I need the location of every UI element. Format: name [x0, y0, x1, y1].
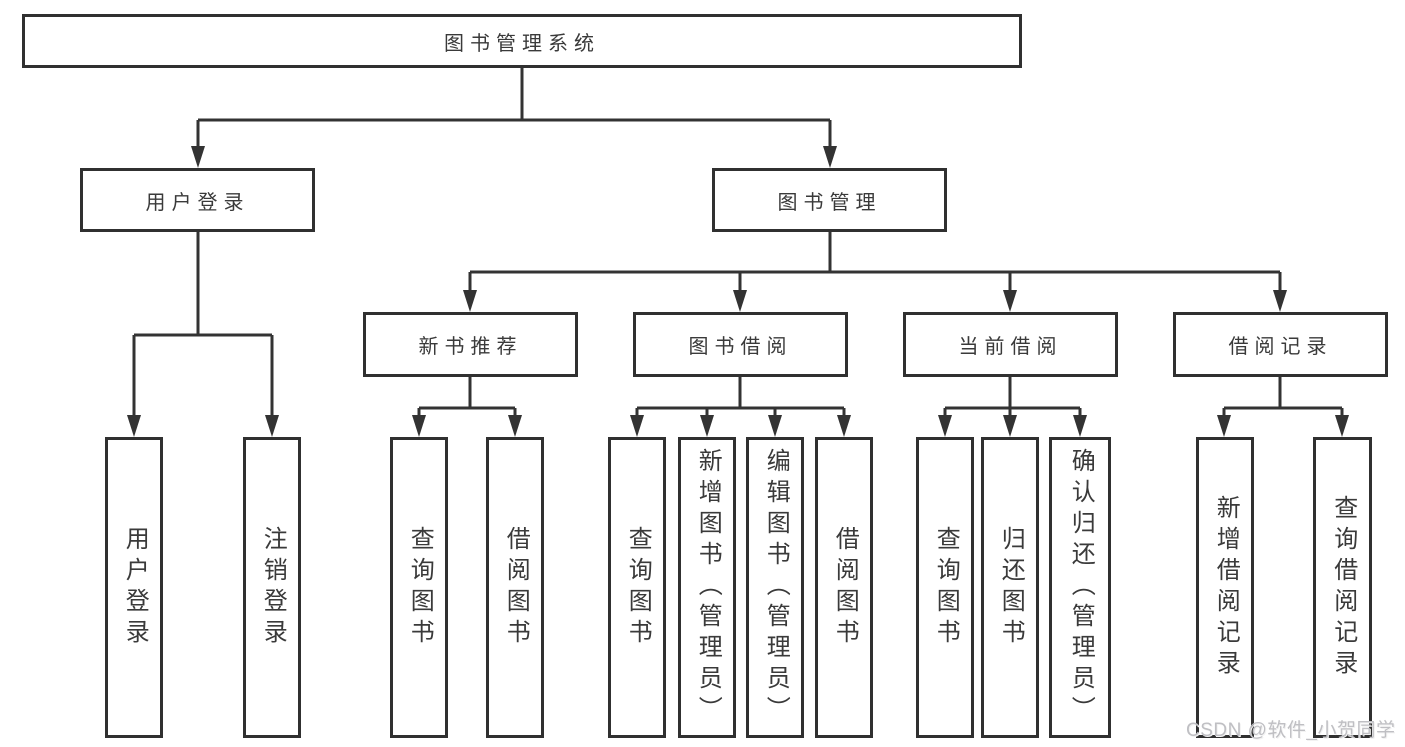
node-current-borrow: 当前借阅: [903, 312, 1118, 377]
arrowhead-icon: [127, 415, 141, 437]
leaf-cb-return-books: 归还图书: [981, 437, 1039, 738]
node-borrow-record-label: 借阅记录: [1228, 336, 1333, 358]
leaf-bb-add-books-admin-label: 新增图书（管理员）: [694, 448, 722, 727]
node-new-book-recommend-label: 新书推荐: [418, 336, 523, 358]
leaf-bb-edit-books-admin-label: 编辑图书（管理员）: [762, 448, 790, 727]
node-book-borrow-label: 图书借阅: [688, 336, 793, 358]
leaf-bb-query-books: 查询图书: [608, 437, 666, 738]
node-root: 图书管理系统: [22, 14, 1022, 68]
node-user-login: 用户登录: [80, 168, 315, 232]
arrowhead-icon: [823, 146, 837, 168]
arrowhead-icon: [1273, 290, 1287, 312]
arrowhead-icon: [837, 415, 851, 437]
node-book-management-label: 图书管理: [777, 191, 882, 214]
leaf-bb-borrow-books: 借阅图书: [815, 437, 873, 738]
node-new-book-recommend: 新书推荐: [363, 312, 578, 377]
node-borrow-record: 借阅记录: [1173, 312, 1388, 377]
leaf-cb-confirm-return-admin: 确认归还（管理员）: [1049, 437, 1111, 738]
arrowheads: [127, 146, 1349, 437]
leaf-logout-login: 注销登录: [243, 437, 301, 738]
leaf-nbr-borrow-books-label: 借阅图书: [502, 525, 530, 650]
node-user-login-label: 用户登录: [145, 191, 250, 214]
arrowhead-icon: [630, 415, 644, 437]
node-book-borrow: 图书借阅: [633, 312, 848, 377]
leaf-bb-edit-books-admin: 编辑图书（管理员）: [746, 437, 804, 738]
leaf-user-login: 用户登录: [105, 437, 163, 738]
arrowhead-icon: [733, 290, 747, 312]
leaf-logout-login-label: 注销登录: [259, 525, 287, 650]
arrowhead-icon: [191, 146, 205, 168]
arrowhead-icon: [1003, 290, 1017, 312]
leaf-cb-query-books: 查询图书: [916, 437, 974, 738]
leaf-br-query-record-label: 查询借阅记录: [1329, 494, 1357, 681]
arrowhead-icon: [412, 415, 426, 437]
arrowhead-icon: [1217, 415, 1231, 437]
arrowhead-icon: [768, 415, 782, 437]
leaf-user-login-label: 用户登录: [121, 525, 149, 650]
node-book-management: 图书管理: [712, 168, 947, 232]
leaf-bb-query-books-label: 查询图书: [624, 525, 652, 650]
leaf-nbr-query-books-label: 查询图书: [406, 525, 434, 650]
leaf-nbr-borrow-books: 借阅图书: [486, 437, 544, 738]
leaf-br-add-record: 新增借阅记录: [1196, 437, 1254, 738]
leaf-br-add-record-label: 新增借阅记录: [1212, 494, 1240, 681]
node-root-label: 图书管理系统: [444, 32, 600, 55]
arrowhead-icon: [1073, 415, 1087, 437]
leaf-br-query-record: 查询借阅记录: [1313, 437, 1372, 738]
leaf-nbr-query-books: 查询图书: [390, 437, 448, 738]
node-current-borrow-label: 当前借阅: [958, 336, 1063, 358]
arrowhead-icon: [463, 290, 477, 312]
arrowhead-icon: [508, 415, 522, 437]
arrowhead-icon: [700, 415, 714, 437]
leaf-cb-return-books-label: 归还图书: [997, 525, 1025, 650]
arrowhead-icon: [938, 415, 952, 437]
arrowhead-icon: [1003, 415, 1017, 437]
arrowhead-icon: [265, 415, 279, 437]
leaf-cb-confirm-return-admin-label: 确认归还（管理员）: [1067, 448, 1095, 727]
arrowhead-icon: [1335, 415, 1349, 437]
leaf-cb-query-books-label: 查询图书: [932, 525, 960, 650]
leaf-bb-add-books-admin: 新增图书（管理员）: [678, 437, 736, 738]
watermark-text: CSDN @软件_小贺同学: [1186, 720, 1396, 741]
leaf-bb-borrow-books-label: 借阅图书: [831, 525, 859, 650]
